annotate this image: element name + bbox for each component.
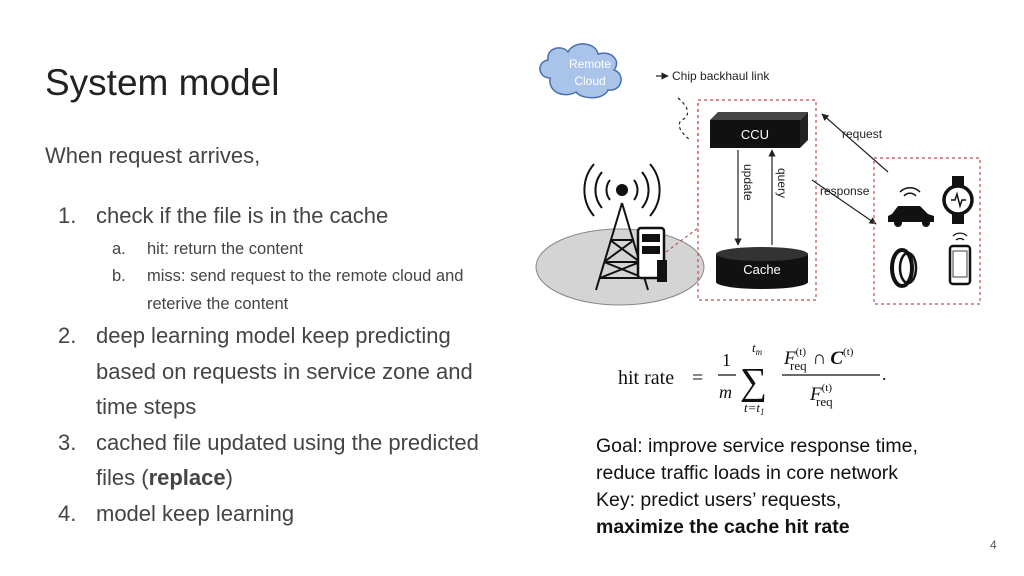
slide-title: System model [45, 62, 280, 103]
query-label: query [775, 168, 789, 198]
step-text-before: cached file updated using the predicted … [96, 429, 479, 491]
connected-car-icon [888, 187, 934, 227]
smartphone-icon [948, 232, 972, 286]
ccu-label: CCU [741, 127, 769, 142]
goal-line-1: Goal: improve service response time, [596, 435, 918, 457]
request-label: request [842, 127, 883, 141]
goal-line-2: reduce traffic loads in core network [596, 462, 899, 484]
goal-line-4: maximize the cache hit rate [596, 516, 850, 538]
cell-tower-icon [583, 163, 661, 291]
formula-lhs: hit rate [618, 367, 674, 389]
formula-sigma: ∑ [740, 361, 767, 403]
cloud-label-line1: Remote [569, 57, 611, 71]
cloud-label-line2: Cloud [574, 74, 605, 88]
backhaul-label: Chip backhaul link [672, 69, 770, 83]
request-arrow [821, 113, 889, 173]
formula-frac-num: 1 [722, 350, 731, 370]
substep-b: b. miss: send request to the remote clou… [58, 263, 508, 318]
step-2: 2. deep learning model keep predicting b… [58, 318, 508, 425]
step-1: 1. check if the file is in the cache [58, 198, 508, 234]
substep-letter: a. [112, 239, 126, 258]
substep-text: miss: send request to the remote cloud a… [147, 267, 464, 313]
substep-a: a. hit: return the content [58, 236, 508, 264]
ccu-box [710, 112, 808, 148]
server-link-line [665, 100, 699, 253]
goal-text: Goal: improve service response time, red… [596, 433, 918, 541]
hit-rate-formula: hit rate = 1 m ∑ tm t=t1 F(t)req∩C(t) F(… [618, 340, 887, 417]
cache-label: Cache [743, 262, 781, 277]
step-3: 3. cached file updated using the predict… [58, 425, 508, 496]
backhaul-link [677, 97, 691, 141]
step-number: 4. [58, 500, 77, 526]
formula-numerator: F(t)req∩C(t) [783, 346, 854, 373]
response-arrow [811, 179, 877, 225]
intro-text: When request arrives, [45, 143, 261, 168]
smartwatch-icon [942, 176, 974, 224]
substep-letter: b. [112, 267, 126, 285]
substep-text: hit: return the content [147, 239, 303, 258]
step-text: deep learning model keep predicting base… [96, 323, 473, 419]
response-label: response [820, 184, 870, 198]
formula-frac-den: m [719, 382, 732, 402]
step-text: model keep learning [96, 500, 295, 526]
formula-denominator: F(t)req [809, 382, 833, 409]
cache-cylinder [716, 247, 808, 289]
step-text-after: ) [225, 465, 233, 490]
step-number: 3. [58, 429, 77, 455]
formula-equals: = [692, 367, 703, 389]
steps-list: 1. check if the file is in the cache a. … [58, 198, 508, 531]
remote-cloud-icon [539, 43, 622, 99]
goal-line-3: Key: predict users’ requests, [596, 489, 842, 511]
edge-node-box [697, 99, 817, 301]
edge-server-icon [636, 226, 667, 282]
wristband-icon [890, 248, 918, 288]
page-number: 4 [990, 538, 997, 552]
formula-period: . [882, 364, 887, 384]
formula-sum-bottom: t=t1 [744, 400, 765, 417]
step-number: 1. [58, 203, 77, 228]
update-label: update [741, 164, 755, 201]
step-number: 2. [58, 323, 77, 348]
step-4: 4. model keep learning [58, 496, 508, 532]
step-bold: replace [148, 465, 226, 490]
system-diagram: Remote Cloud Chip backhaul link CCU upda… [535, 43, 981, 306]
step-text: check if the file is in the cache [96, 203, 389, 228]
formula-sum-top: tm [752, 340, 763, 357]
